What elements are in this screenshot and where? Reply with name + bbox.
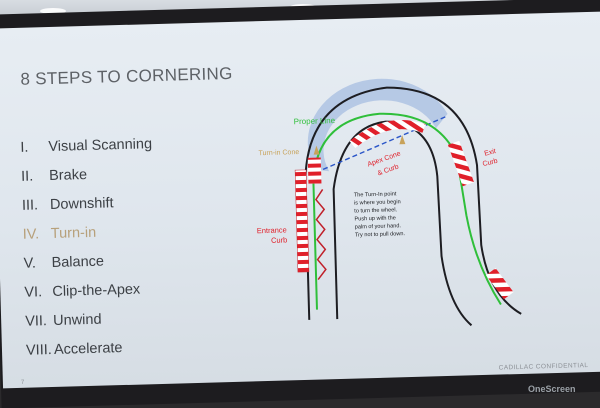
cornering-diagram: Proper Line Turn-in Cone Apex Cone & Cur… bbox=[257, 78, 522, 327]
exit-curb-label-1: Exit bbox=[484, 148, 497, 158]
turn-in-note-line: Try not to pull down. bbox=[355, 231, 406, 238]
proper-line-label: Proper Line bbox=[294, 116, 336, 126]
exit-curb-label-2: Curb bbox=[482, 158, 498, 168]
entrance-curb-label-2: Curb bbox=[271, 235, 288, 244]
turn-in-cone-label: Turn-in Cone bbox=[259, 149, 300, 157]
exit-curb-lower bbox=[485, 268, 514, 300]
page-number: 7 bbox=[20, 379, 25, 386]
exit-curb bbox=[447, 140, 474, 187]
turn-in-dashed-line bbox=[322, 115, 448, 171]
entrance-curb-label-1: Entrance bbox=[257, 225, 287, 235]
apex-curb bbox=[349, 120, 426, 149]
ceiling-light bbox=[40, 8, 66, 14]
turn-in-note-line: is where you begin bbox=[354, 199, 401, 206]
monitor-brand: OneScreen bbox=[528, 384, 576, 394]
turn-in-note-line: The Turn-In point bbox=[354, 191, 397, 198]
entrance-curb bbox=[294, 169, 310, 273]
turn-in-note-line: to turn the wheel. bbox=[354, 207, 398, 214]
track-inner-edge bbox=[332, 120, 473, 327]
steering-zigzag bbox=[314, 189, 327, 281]
entrance-curb-top bbox=[307, 157, 322, 184]
apex-cone-label-2: & Curb bbox=[377, 163, 400, 177]
turn-in-cone-icon bbox=[313, 145, 320, 155]
turn-in-note-line: palm of your hand. bbox=[355, 223, 402, 230]
turn-in-note-line: Push up with the bbox=[354, 215, 396, 222]
proper-line bbox=[312, 112, 502, 310]
presentation-slide: 8 STEPS TO CORNERING I.Visual Scanning I… bbox=[0, 11, 600, 389]
apex-cone-icon bbox=[399, 135, 406, 145]
